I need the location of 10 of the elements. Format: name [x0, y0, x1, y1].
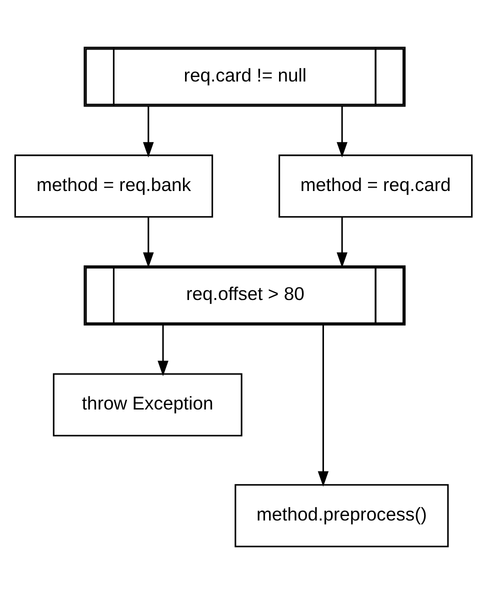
arrow — [142, 216, 154, 268]
arrow — [336, 106, 347, 158]
node-box: method = req.card — [278, 154, 472, 218]
node-box: method.preprocess() — [234, 484, 448, 547]
arrow — [142, 106, 154, 158]
arrow — [317, 324, 328, 486]
node-box: throw Exception — [52, 372, 242, 436]
arrow — [157, 324, 168, 376]
node-box: method = req.bank — [14, 154, 213, 218]
arrow — [336, 216, 347, 268]
